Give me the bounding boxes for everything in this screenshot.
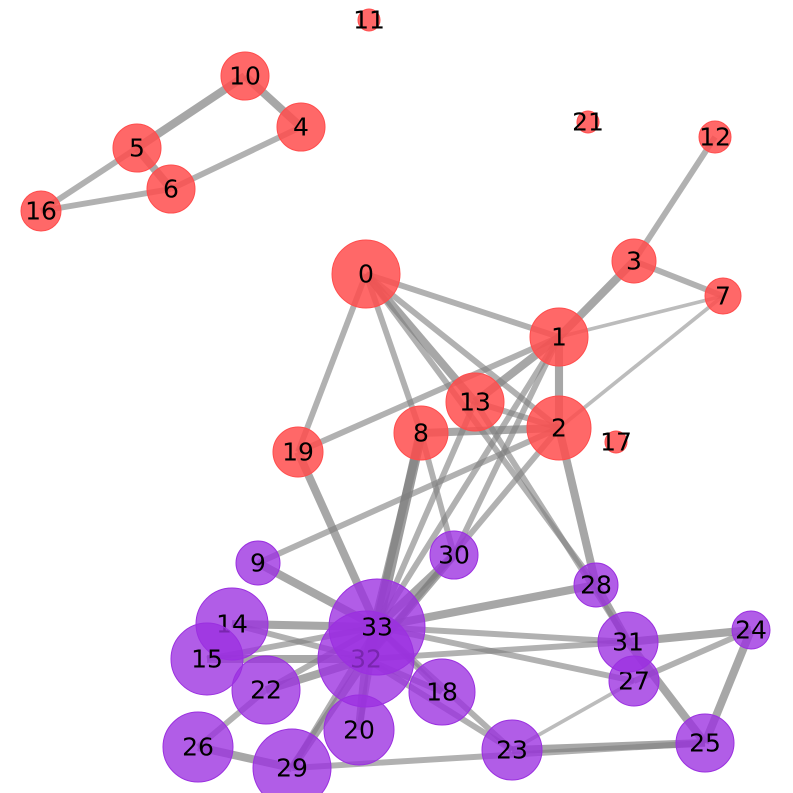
node-30-circle bbox=[429, 530, 479, 580]
node-12-label: 12 bbox=[699, 123, 731, 152]
node-0: 0 bbox=[331, 239, 401, 309]
node-25: 25 bbox=[675, 713, 735, 773]
node-5-circle bbox=[112, 123, 162, 173]
node-18-label: 18 bbox=[426, 678, 458, 707]
node-16: 16 bbox=[20, 190, 62, 232]
node-7: 7 bbox=[704, 277, 742, 315]
edge-1-33 bbox=[374, 335, 562, 629]
node-33-label: 33 bbox=[361, 613, 393, 642]
node-2-label: 2 bbox=[551, 414, 567, 443]
node-9-label: 9 bbox=[250, 549, 266, 578]
node-0-label: 0 bbox=[358, 260, 374, 289]
node-9: 9 bbox=[235, 540, 281, 586]
node-17: 17 bbox=[600, 428, 632, 457]
node-20: 20 bbox=[323, 694, 395, 766]
node-7-circle bbox=[704, 277, 742, 315]
node-26-circle bbox=[162, 711, 234, 783]
node-28: 28 bbox=[573, 562, 619, 608]
node-5-label: 5 bbox=[129, 134, 145, 163]
node-8-circle bbox=[393, 405, 449, 461]
node-19: 19 bbox=[272, 426, 324, 478]
node-28-label: 28 bbox=[580, 571, 612, 600]
node-10-circle bbox=[220, 51, 270, 101]
node-8-label: 8 bbox=[413, 419, 429, 448]
node-24: 24 bbox=[731, 610, 771, 650]
node-11: 11 bbox=[353, 6, 385, 35]
node-25-circle bbox=[675, 713, 735, 773]
node-29: 29 bbox=[252, 728, 332, 793]
node-22-circle bbox=[231, 655, 301, 725]
node-5: 5 bbox=[112, 123, 162, 173]
node-17-circle bbox=[604, 430, 628, 454]
node-6-label: 6 bbox=[163, 175, 179, 204]
edge-1-19 bbox=[296, 334, 561, 455]
node-30: 30 bbox=[429, 530, 479, 580]
node-15-circle bbox=[170, 622, 244, 696]
node-21: 21 bbox=[572, 108, 604, 137]
node-23: 23 bbox=[481, 719, 543, 781]
node-26-label: 26 bbox=[182, 733, 214, 762]
node-10: 10 bbox=[220, 51, 270, 101]
node-10-label: 10 bbox=[229, 62, 261, 91]
node-18: 18 bbox=[408, 658, 476, 726]
node-12: 12 bbox=[698, 120, 732, 154]
node-0-circle bbox=[331, 239, 401, 309]
node-16-circle bbox=[20, 190, 62, 232]
node-3-label: 3 bbox=[626, 247, 642, 276]
node-25-label: 25 bbox=[689, 729, 721, 758]
node-11-circle bbox=[357, 8, 381, 32]
node-11-label: 11 bbox=[353, 6, 385, 35]
node-2: 2 bbox=[526, 395, 592, 461]
node-29-label: 29 bbox=[276, 754, 308, 783]
node-13: 13 bbox=[445, 372, 505, 432]
node-24-label: 24 bbox=[735, 616, 767, 645]
node-6-circle bbox=[146, 164, 196, 214]
node-1-circle bbox=[529, 307, 589, 367]
node-24-circle bbox=[731, 610, 771, 650]
node-16-label: 16 bbox=[25, 197, 57, 226]
node-1: 1 bbox=[529, 307, 589, 367]
node-18-circle bbox=[408, 658, 476, 726]
node-12-circle bbox=[698, 120, 732, 154]
node-22: 22 bbox=[231, 655, 301, 725]
node-9-circle bbox=[235, 540, 281, 586]
node-4-label: 4 bbox=[293, 113, 309, 142]
node-21-label: 21 bbox=[572, 108, 604, 137]
node-15-label: 15 bbox=[191, 645, 223, 674]
node-33: 33 bbox=[328, 578, 426, 676]
node-28-circle bbox=[573, 562, 619, 608]
node-7-label: 7 bbox=[715, 282, 731, 311]
node-6: 6 bbox=[146, 164, 196, 214]
node-13-label: 13 bbox=[459, 388, 491, 417]
node-22-label: 22 bbox=[250, 676, 282, 705]
node-31-label: 31 bbox=[612, 628, 644, 657]
nodes-layer: 0123456789101112131415161718192021222324… bbox=[20, 6, 771, 793]
node-26: 26 bbox=[162, 711, 234, 783]
node-3-circle bbox=[611, 238, 657, 284]
node-33-circle bbox=[328, 578, 426, 676]
node-13-circle bbox=[445, 372, 505, 432]
node-31: 31 bbox=[597, 611, 659, 673]
node-8: 8 bbox=[393, 405, 449, 461]
node-31-circle bbox=[597, 611, 659, 673]
node-4-circle bbox=[276, 102, 326, 152]
node-29-circle bbox=[252, 728, 332, 793]
node-17-label: 17 bbox=[600, 428, 632, 457]
node-19-label: 19 bbox=[282, 438, 314, 467]
node-23-circle bbox=[481, 719, 543, 781]
edge-2-7 bbox=[557, 294, 725, 430]
node-4: 4 bbox=[276, 102, 326, 152]
node-3: 3 bbox=[611, 238, 657, 284]
node-20-label: 20 bbox=[343, 716, 375, 745]
node-21-circle bbox=[576, 110, 600, 134]
node-30-label: 30 bbox=[438, 541, 470, 570]
edge-3-12 bbox=[631, 135, 718, 263]
node-1-label: 1 bbox=[551, 323, 567, 352]
node-23-label: 23 bbox=[496, 736, 528, 765]
node-19-circle bbox=[272, 426, 324, 478]
node-2-circle bbox=[526, 395, 592, 461]
node-15: 15 bbox=[170, 622, 244, 696]
